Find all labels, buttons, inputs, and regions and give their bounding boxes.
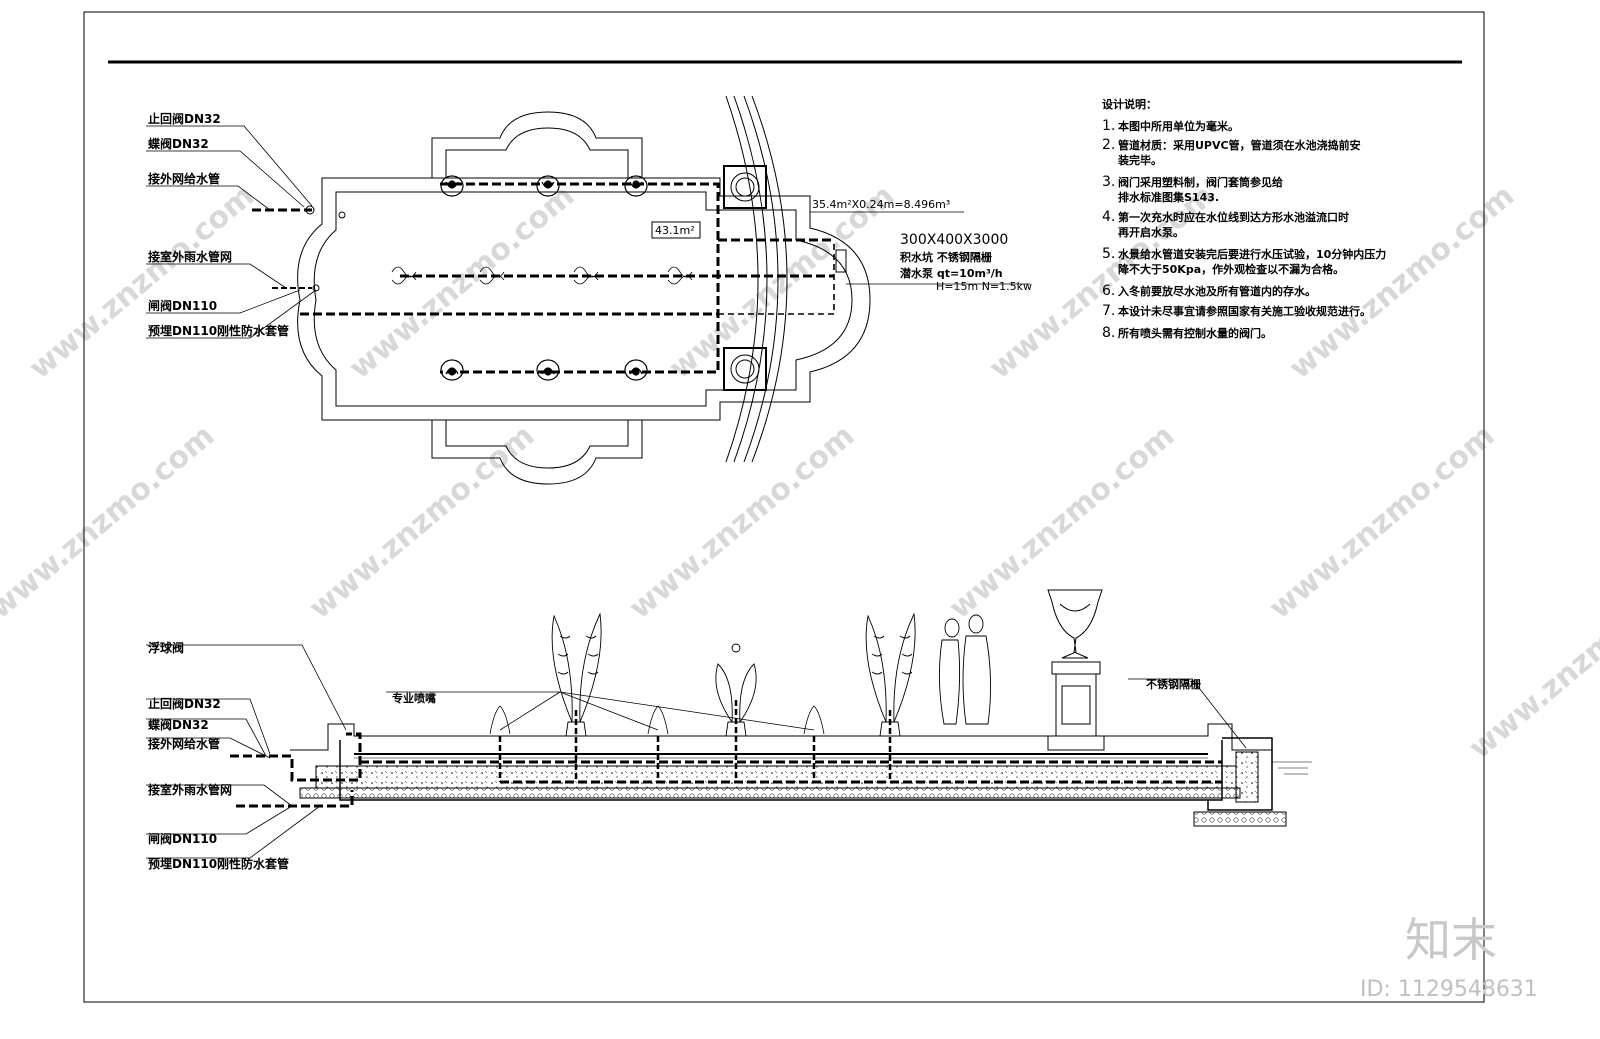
note-line: 入冬前要放尽水池及所有管道内的存水。: [1118, 284, 1316, 298]
plan-area-box: [651, 221, 701, 239]
section-spray-jets: [489, 705, 825, 735]
section-grate-label: 不锈钢隔栅: [1146, 677, 1201, 691]
site-watermark: www.znzmo.com: [23, 178, 261, 386]
note-number: 6.: [1102, 283, 1115, 299]
plan-curved-path-1: [725, 95, 759, 463]
plan-pit-box: [835, 249, 847, 273]
plan-bottom-bay-inner: [445, 420, 629, 469]
section-callout-3: 接外网给水管: [148, 736, 220, 751]
plan-pump-spec: H=15m N=1.5kw: [936, 280, 1032, 293]
plan-area-label: 43.1m²: [655, 224, 695, 237]
design-notes: 设计说明： 1.本图中所用单位为毫米。2.管道材质：采用UPVC管，管道须在水池…: [1102, 97, 1386, 341]
section-leaders: [146, 644, 1247, 859]
section-ground-right: [1272, 761, 1312, 775]
note-number: 4.: [1102, 209, 1115, 225]
site-watermark: www.znzmo.com: [1263, 418, 1501, 626]
note-line: 本图中所用单位为毫米。: [1118, 119, 1239, 133]
note-line: 本设计未尽事宜请参照国家有关施工验收规范进行。: [1118, 304, 1371, 318]
section-callout-4: 接室外雨水管网: [148, 782, 232, 797]
plan-center-nozzles: [391, 266, 693, 285]
watermark-brand: 知末: [1405, 913, 1497, 967]
note-number: 7.: [1102, 303, 1115, 319]
section-supply-pipes: [230, 732, 1222, 784]
plan-bottom-bay-outer: [431, 420, 643, 485]
note-number: 1.: [1102, 118, 1115, 134]
plan-callout-labels: 止回阀DN32 蝶阀DN32 接外网给水管 接室外雨水管网 闸阀DN110 预埋…: [148, 111, 289, 338]
plan-pedestal-bottom: [723, 347, 767, 391]
section-callout-0: 浮球阀: [148, 640, 184, 655]
plan-callout-5: 预埋DN110刚性防水套管: [148, 323, 289, 338]
section-nozzle-label: 专业喷嘴: [392, 691, 436, 705]
plan-pump-desc: 潜水泵 qt=10m³/h: [900, 266, 1003, 280]
note-number: 8.: [1102, 325, 1115, 341]
section-callout-6: 预埋DN110刚性防水套管: [148, 856, 289, 871]
section-callout-2: 蝶阀DN32: [148, 717, 209, 732]
plan-supply-pipes: [252, 182, 834, 374]
watermark-id: ID: 1129548631: [1360, 977, 1538, 1002]
section-callout-labels: 浮球阀 止回阀DN32 蝶阀DN32 接外网给水管 接室外雨水管网 闸阀DN11…: [148, 640, 289, 871]
note-number: 3.: [1102, 174, 1115, 190]
plan-leaders: [146, 125, 1030, 339]
site-watermark: www.znzmo.com: [943, 418, 1181, 626]
site-watermark: www.znzmo.com: [623, 418, 861, 626]
plan-pit-size: 300X400X3000: [900, 232, 1008, 248]
section-swan-sculptures: [551, 612, 916, 737]
plan-volume-label: 35.4m²X0.24m=8.496m³: [812, 198, 950, 211]
plan-top-bay-outer: [431, 111, 643, 178]
plan-callout-0: 止回阀DN32: [148, 111, 221, 126]
site-watermark: www.znzmo.com: [1463, 558, 1600, 766]
plan-drain-pipe: [718, 240, 835, 315]
plan-basin-outline: [297, 177, 871, 421]
sheet-border: [83, 11, 1485, 1003]
plan-view: [146, 95, 1030, 485]
plan-pedestal-bottom-ring: [730, 354, 760, 384]
site-watermark: www.znzmo.com: [303, 418, 541, 626]
notes-title: 设计说明：: [1102, 97, 1157, 111]
note-line: 降不大于50Kpa，作外观检查以不漏为合格。: [1118, 262, 1344, 276]
section-coping: [290, 723, 1272, 751]
section-slab: [315, 765, 1237, 789]
note-line: 水景给水管道安装完后要进行水压试验，10分钟内压力: [1118, 247, 1386, 261]
note-line: 第一次充水时应在水位线到达方形水池溢流口时: [1118, 210, 1349, 224]
note-line: 再开启水泵。: [1118, 225, 1184, 239]
plan-curved-path-2: [733, 95, 768, 463]
section-urn-pedestal: [1047, 589, 1105, 751]
note-line: 所有喷头需有控制水量的阀门。: [1118, 326, 1272, 340]
plan-pedestal-top-ring: [730, 172, 760, 202]
site-watermark: www.znzmo.com: [0, 418, 221, 626]
plan-callout-4: 闸阀DN110: [148, 298, 217, 313]
plan-top-bay-inner: [445, 127, 629, 178]
plan-callout-3: 接室外雨水管网: [148, 249, 232, 264]
site-watermark: www.znzmo.com: [343, 178, 581, 386]
site-watermark: www.znzmo.com: [1283, 178, 1521, 386]
section-people-figures: [938, 614, 992, 725]
plan-pedestal-top: [723, 165, 767, 209]
plan-callout-1: 蝶阀DN32: [148, 136, 209, 151]
plan-callout-2: 接外网给水管: [148, 171, 220, 186]
note-number: 5.: [1102, 246, 1115, 262]
note-line: 阀门采用塑料制，阀门套筒参见给: [1118, 175, 1283, 189]
plan-pit-desc: 积水坑 不锈钢隔栅: [900, 250, 992, 264]
note-number: 2.: [1102, 137, 1115, 153]
note-line: 管道材质：采用UPVC管，管道须在水池浇捣前安: [1118, 138, 1361, 152]
section-callout-5: 闸阀DN110: [148, 831, 217, 846]
section-overflow-pit: [1207, 737, 1273, 811]
section-callout-1: 止回阀DN32: [148, 696, 221, 711]
plan-swan-sculptures: [440, 175, 648, 381]
note-line: 装完毕。: [1117, 153, 1162, 167]
plan-curved-path-4: [751, 95, 788, 463]
plan-curved-path-3: [743, 95, 779, 463]
note-line: 排水标准图集S143.: [1118, 190, 1219, 204]
section-view: [146, 589, 1312, 859]
